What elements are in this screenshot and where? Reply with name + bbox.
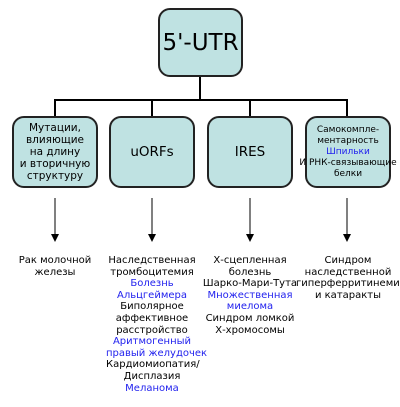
root-box-5utr: 5'-UTR: [158, 8, 243, 77]
highlighted-disease-item: Множественная: [207, 289, 293, 301]
category-line: и вторичную: [19, 158, 91, 170]
disease-item: Рак молочной: [18, 255, 92, 266]
category-label-mutations: Мутации, влияющие на длину и вторичную с…: [20, 122, 91, 182]
category-line: Мутации,: [29, 122, 81, 134]
disease-item: Х-хромосомы: [215, 324, 285, 336]
highlighted-disease-item: Меланома: [125, 382, 179, 394]
category-box-ires: IRES: [207, 116, 293, 188]
disease-item: гиперферритинемии: [296, 278, 400, 290]
highlighted-disease-item: Альцгеймера: [116, 289, 187, 301]
category-line: Шпильки: [326, 146, 370, 157]
disease-item: аффективное: [115, 312, 189, 324]
highlighted-disease-item: Болезнь: [130, 278, 174, 290]
disease-item: и катаракты: [314, 289, 382, 301]
category-box-uorfs: uORFs: [109, 116, 195, 188]
category-box-mutations: Мутации, влияющие на длину и вторичную с…: [12, 116, 98, 188]
category-line: И РНК-связывающие: [299, 157, 397, 168]
category-label-uorfs: uORFs: [130, 144, 174, 160]
disease-item: Наследственная: [108, 255, 196, 266]
disease-item: Шарко-Мари-Тута: [202, 278, 298, 290]
category-line: структуру: [26, 170, 84, 182]
disease-item: Дисплазия: [123, 370, 181, 382]
root-label: 5'-UTR: [162, 29, 239, 56]
category-line: Самокомпле-: [316, 124, 380, 135]
disease-item: Синдром: [324, 255, 372, 266]
category-label-ires: IRES: [234, 144, 266, 160]
disease-item: расстройство: [116, 324, 188, 336]
disease-item: Х-сцепленная: [213, 255, 287, 266]
category-line: ментарность: [317, 135, 379, 146]
disease-item: Кардиомиопатия/: [106, 359, 200, 371]
highlighted-disease-item: Аритмогенный: [112, 336, 192, 348]
category-line: на длину: [29, 146, 81, 158]
disease-item: наследственной: [304, 266, 392, 278]
disease-item: железы: [34, 266, 76, 278]
disease-item: Биполярное: [120, 301, 184, 313]
highlighted-disease-item: миелома: [226, 301, 274, 313]
disease-item: тромбоцитемия: [110, 266, 194, 278]
disease-item: болезнь: [228, 266, 272, 278]
highlighted-disease-item: правый желудочек: [106, 347, 208, 359]
disease-item: Синдром ломкой: [205, 312, 295, 324]
category-line: влияющие: [25, 134, 85, 146]
category-line: белки: [333, 168, 363, 179]
